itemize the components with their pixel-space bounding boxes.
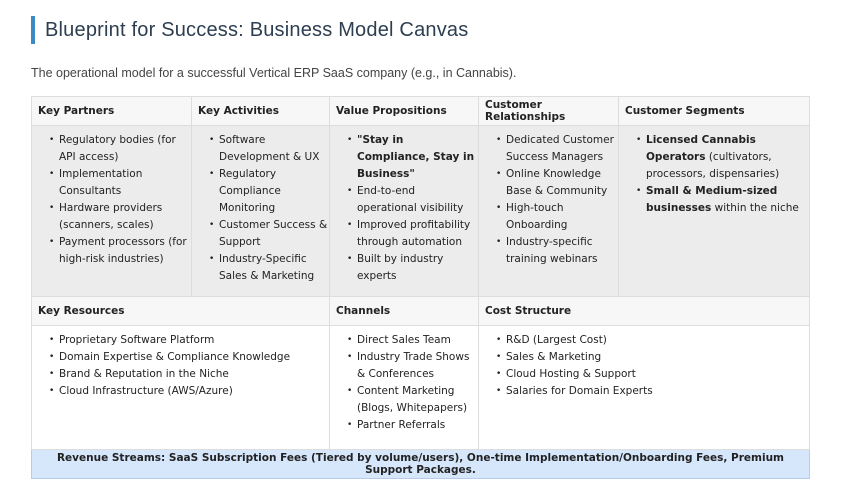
item-text: Software Development & UX (219, 134, 320, 163)
item-text: Regulatory bodies (for API access) (59, 134, 176, 163)
channels-cell: Direct Sales TeamIndustry Trade Shows & … (329, 325, 479, 450)
item-text: Payment processors (for high-risk indust… (59, 236, 187, 265)
key-activities-cell: Software Development & UX Regulatory Comp… (191, 125, 330, 297)
list-item: Customer Success & Support (209, 217, 329, 251)
item-text: Implementation Consultants (59, 168, 143, 197)
item-text: Industry-specific training webinars (506, 236, 598, 265)
item-text: Cloud Infrastructure (AWS/Azure) (59, 385, 233, 397)
item-text: High-touch Onboarding (506, 202, 568, 231)
header-key-activities: Key Activities (191, 96, 330, 126)
cost-structure-list: R&D (Largest Cost) Sales & MarketingCloud… (479, 332, 809, 400)
list-item: Online Knowledge Base & Community (496, 166, 618, 200)
item-text: (cultivators, processors, dispensaries) (646, 151, 780, 180)
item-text: Direct Sales Team (357, 334, 451, 346)
item-text: Built by industry experts (357, 253, 444, 282)
item-text: Salaries for Domain Experts (506, 385, 653, 397)
list-item: Industry-specific training webinars (496, 234, 618, 268)
item-text: Brand & Reputation in the Niche (59, 368, 229, 380)
list-item: Implementation Consultants (49, 166, 191, 200)
header-customer-segments: Customer Segments (618, 96, 810, 126)
list-item: Small & Medium-sized businesses within t… (636, 183, 809, 217)
list-item: Brand & Reputation in the Niche (49, 366, 329, 383)
cost-structure-cell: R&D (Largest Cost) Sales & MarketingCloud… (478, 325, 810, 450)
key-activities-list: Software Development & UX Regulatory Comp… (192, 132, 329, 285)
header-key-partners: Key Partners (31, 96, 192, 126)
business-model-canvas: Key Partners Key Activities Value Propos… (31, 96, 810, 479)
customer-segments-cell: Licensed Cannabis Operators (cultivators… (618, 125, 810, 297)
item-text: Customer Success & Support (219, 219, 328, 248)
header-key-resources: Key Resources (31, 296, 330, 326)
item-text: Sales & Marketing (506, 351, 602, 363)
customer-segments-list: Licensed Cannabis Operators (cultivators… (619, 132, 809, 217)
item-bold-text: "Stay in Compliance, Stay in Business" (357, 134, 475, 180)
page-title: Blueprint for Success: Business Model Ca… (31, 16, 468, 44)
list-item: Cloud Infrastructure (AWS/Azure) (49, 383, 329, 400)
item-text: End-to-end operational visibility (357, 185, 464, 214)
list-item: Content Marketing (Blogs, Whitepapers) (347, 383, 478, 417)
item-text: Industry-Specific Sales & Marketing (219, 253, 315, 282)
list-item: Payment processors (for high-risk indust… (49, 234, 191, 268)
item-bold-text: Licensed Cannabis Operators (646, 134, 756, 163)
item-text: R&D (Largest Cost) (506, 334, 607, 346)
item-text: within the niche (711, 202, 799, 214)
list-item: "Stay in Compliance, Stay in Business" (347, 132, 478, 183)
list-item: Direct Sales Team (347, 332, 478, 349)
list-item: Industry-Specific Sales & Marketing (209, 251, 329, 285)
list-item: Software Development & UX (209, 132, 329, 166)
list-item: Industry Trade Shows & Conferences (347, 349, 478, 383)
header-cost-structure: Cost Structure (478, 296, 810, 326)
key-partners-cell: Regulatory bodies (for API access) Implem… (31, 125, 192, 297)
list-item: Hardware providers (scanners, scales) (49, 200, 191, 234)
list-item: Cloud Hosting & Support (496, 366, 809, 383)
customer-relationships-cell: Dedicated Customer Success ManagersOnlin… (478, 125, 619, 297)
header-value-propositions: Value Propositions (329, 96, 479, 126)
list-item: Regulatory bodies (for API access) (49, 132, 191, 166)
key-resources-cell: Proprietary Software PlatformDomain Expe… (31, 325, 330, 450)
item-text: Cloud Hosting & Support (506, 368, 636, 380)
list-item: Built by industry experts (347, 251, 478, 285)
value-propositions-cell: "Stay in Compliance, Stay in Business" En… (329, 125, 479, 297)
channels-list: Direct Sales TeamIndustry Trade Shows & … (330, 332, 478, 434)
value-propositions-list: "Stay in Compliance, Stay in Business" En… (330, 132, 478, 285)
list-item: End-to-end operational visibility (347, 183, 478, 217)
list-item: Improved profitability through automatio… (347, 217, 478, 251)
item-text: Content Marketing (Blogs, Whitepapers) (357, 385, 468, 414)
item-text: Regulatory Compliance Monitoring (219, 168, 281, 214)
item-text: Dedicated Customer Success Managers (506, 134, 614, 163)
item-text: Hardware providers (scanners, scales) (59, 202, 163, 231)
item-bold-text: Small & Medium-sized businesses (646, 185, 778, 214)
list-item: R&D (Largest Cost) (496, 332, 809, 349)
list-item: Domain Expertise & Compliance Knowledge (49, 349, 329, 366)
item-text: Proprietary Software Platform (59, 334, 215, 346)
list-item: Dedicated Customer Success Managers (496, 132, 618, 166)
list-item: Proprietary Software Platform (49, 332, 329, 349)
key-resources-list: Proprietary Software PlatformDomain Expe… (32, 332, 329, 400)
key-partners-list: Regulatory bodies (for API access) Implem… (32, 132, 191, 268)
header-channels: Channels (329, 296, 479, 326)
list-item: Salaries for Domain Experts (496, 383, 809, 400)
item-text: Domain Expertise & Compliance Knowledge (59, 351, 291, 363)
item-text: Improved profitability through automatio… (357, 219, 471, 248)
customer-relationships-list: Dedicated Customer Success ManagersOnlin… (479, 132, 618, 268)
list-item: High-touch Onboarding (496, 200, 618, 234)
item-text: Industry Trade Shows & Conferences (357, 351, 470, 380)
item-text: Partner Referrals (357, 419, 446, 431)
revenue-streams: Revenue Streams: SaaS Subscription Fees … (31, 449, 810, 479)
list-item: Sales & Marketing (496, 349, 809, 366)
list-item: Licensed Cannabis Operators (cultivators… (636, 132, 809, 183)
header-customer-relationships: Customer Relationships (478, 96, 619, 126)
list-item: Regulatory Compliance Monitoring (209, 166, 329, 217)
page-subtitle: The operational model for a successful V… (31, 66, 517, 80)
item-text: Online Knowledge Base & Community (506, 168, 608, 197)
list-item: Partner Referrals (347, 417, 478, 434)
